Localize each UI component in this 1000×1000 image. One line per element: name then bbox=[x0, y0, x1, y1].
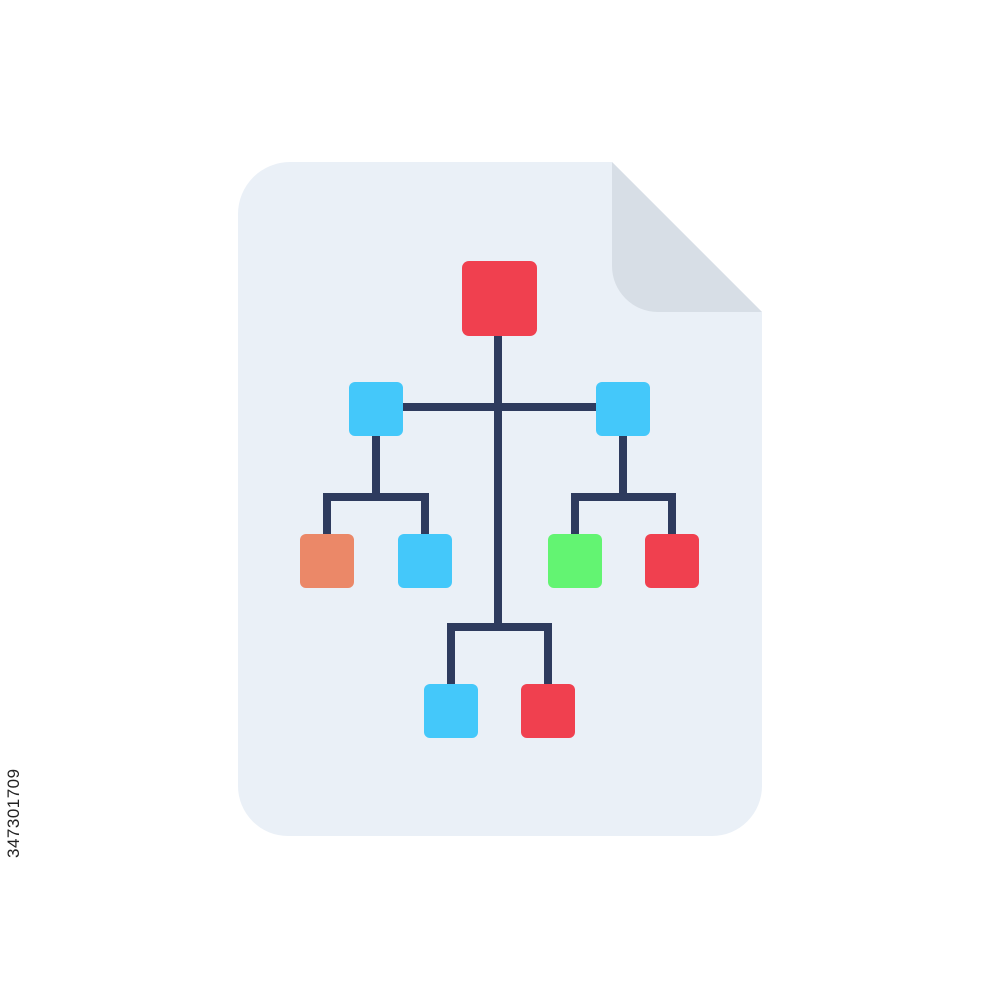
connector-right-split bbox=[571, 493, 676, 537]
node-left-leaf-1 bbox=[300, 534, 354, 588]
node-root bbox=[462, 261, 537, 336]
node-right-leaf-1 bbox=[548, 534, 602, 588]
connector-lines bbox=[323, 334, 676, 687]
node-left-leaf-2 bbox=[398, 534, 452, 588]
node-right-leaf-2 bbox=[645, 534, 699, 588]
node-left-branch bbox=[349, 382, 403, 436]
stock-image-id: 347301709 bbox=[4, 768, 23, 858]
document-fold bbox=[612, 162, 762, 312]
connector-left-split bbox=[323, 493, 429, 537]
node-right-branch bbox=[596, 382, 650, 436]
node-bottom-leaf-2 bbox=[521, 684, 575, 738]
connector-bottom-split bbox=[447, 623, 552, 687]
node-bottom-leaf-1 bbox=[424, 684, 478, 738]
